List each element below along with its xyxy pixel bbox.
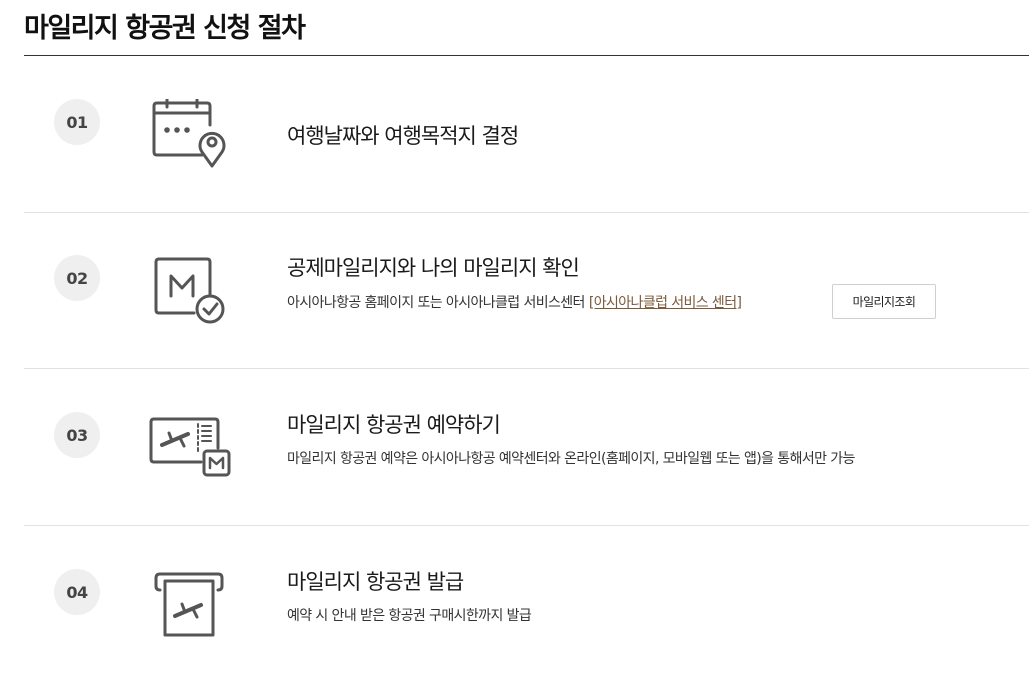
step-description-text: 아시아나항공 홈페이지 또는 아시아나클럽 서비스센터	[287, 295, 585, 311]
step-number-badge: 01	[54, 99, 100, 145]
step-title: 마일리지 항공권 예약하기	[287, 413, 501, 437]
ticket-print-icon	[154, 571, 226, 639]
step-04: 04 마일리지 항공권 발급 예약 시 안내 받은 항공권 구매시한까지 발급	[24, 527, 1029, 683]
mileage-check-icon	[154, 257, 228, 325]
step-01: 01 여행날짜와 여행목적지 결정	[24, 57, 1029, 213]
step-number-badge: 02	[54, 255, 100, 301]
step-03: 03 마일리지 항공권 예약하기 마일리지 항공권 예약은 아시아나항공 예약센…	[24, 370, 1029, 526]
step-number-badge: 04	[54, 569, 100, 615]
step-divider	[24, 212, 1029, 213]
step-description: 예약 시 안내 받은 항공권 구매시한까지 발급	[287, 608, 532, 624]
step-divider	[24, 368, 1029, 369]
step-title: 마일리지 항공권 발급	[287, 570, 464, 594]
step-02: 02 공제마일리지와 나의 마일리지 확인 아시아나항공 홈페이지 또는 아시아…	[24, 213, 1029, 369]
step-title: 여행날짜와 여행목적지 결정	[287, 124, 519, 148]
title-divider	[24, 55, 1029, 56]
calendar-location-icon	[152, 99, 228, 169]
step-description: 아시아나항공 홈페이지 또는 아시아나클럽 서비스센터[아시아나클럽 서비스 센…	[287, 292, 742, 312]
step-number-badge: 03	[54, 412, 100, 458]
mileage-lookup-button[interactable]: 마일리지조회	[832, 284, 936, 319]
page-title: 마일리지 항공권 신청 절차	[24, 13, 306, 44]
ticket-reservation-icon	[149, 416, 233, 480]
step-description: 마일리지 항공권 예약은 아시아나항공 예약센터와 온라인(홈페이지, 모바일웹…	[287, 451, 855, 467]
service-center-link[interactable]: [아시아나클럽 서비스 센터]	[588, 295, 742, 311]
step-divider	[24, 525, 1029, 526]
step-title: 공제마일리지와 나의 마일리지 확인	[287, 256, 580, 280]
